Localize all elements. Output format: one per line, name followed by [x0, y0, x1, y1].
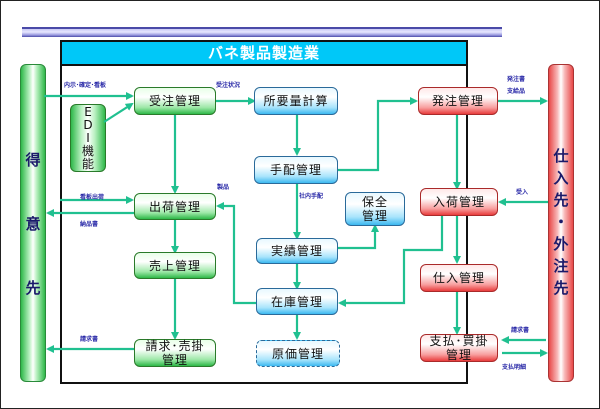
supplier-label-char: 入 — [553, 169, 569, 187]
label-delivery-note: 納品書 — [80, 221, 99, 228]
box-label: 手配管理 — [269, 163, 322, 177]
label-order-status: 受注状況 — [216, 82, 241, 89]
sales-management-box: 売上管理 — [134, 252, 216, 279]
box-label: 請求･売掛 — [145, 339, 205, 353]
label-received: 受入 — [516, 189, 529, 196]
box-label: 支払･買掛 — [429, 334, 489, 348]
billing-receivables-box: 請求･売掛管理 — [134, 339, 216, 367]
supplier-label-char: 先 — [553, 191, 569, 209]
label-invoice-supplier: 請求書 — [511, 327, 530, 334]
box-label: 保全 — [361, 195, 388, 209]
box-label: 実績管理 — [270, 244, 323, 258]
decorative-header-bar — [22, 27, 502, 37]
box-label: 受注管理 — [148, 94, 201, 108]
edi-char: E — [84, 104, 92, 119]
customer-label-char: 先 — [25, 279, 41, 297]
results-management-box: 実績管理 — [256, 238, 338, 264]
label-invoice-customer: 請求書 — [80, 336, 99, 343]
edi-char: I — [86, 130, 90, 145]
supplier-bar: 仕 入 先 ・ 外 注 先 — [548, 64, 574, 382]
label-products: 製品 — [217, 184, 230, 191]
customer-bar: 得 意 先 — [20, 64, 46, 382]
box-label: 発注管理 — [431, 94, 484, 108]
label-payment-statement: 支払明細 — [502, 364, 527, 371]
customer-label-char: 得 — [25, 151, 41, 169]
label-internal-arrangement: 社内手配 — [299, 193, 324, 200]
supplier-label-char: ・ — [553, 213, 569, 231]
edi-char: D — [83, 117, 93, 132]
supplier-label-char: 注 — [553, 257, 569, 275]
shipping-management-box: 出荷管理 — [134, 193, 216, 220]
customer-label-char: 意 — [25, 215, 41, 233]
box-label: 管理 — [361, 209, 388, 223]
edi-char: 能 — [81, 156, 94, 171]
label-kanban-shipping: 看板出荷 — [80, 194, 105, 201]
box-label: 管理 — [445, 348, 472, 362]
box-label: 出荷管理 — [148, 199, 201, 214]
box-label: 売上管理 — [148, 258, 201, 273]
requirement-calculation-box: 所要量計算 — [254, 87, 338, 115]
payment-payables-box: 支払･買掛管理 — [420, 334, 498, 362]
edi-function-box: E D I 機 能 — [70, 104, 106, 172]
maintenance-management-box: 保全管理 — [345, 192, 405, 226]
receiving-management-box: 入荷管理 — [420, 188, 498, 216]
box-label: 所要量計算 — [263, 94, 329, 108]
box-label: 原価管理 — [271, 346, 324, 361]
edi-char: 機 — [81, 143, 94, 158]
supplier-label-char: 外 — [553, 235, 569, 253]
label-forecast-confirm-kanban: 内示･確定･看板 — [64, 82, 107, 89]
inventory-management-box: 在庫管理 — [256, 288, 338, 315]
box-label: 在庫管理 — [270, 294, 323, 309]
supplier-label-char: 先 — [553, 279, 569, 297]
cost-management-box: 原価管理 — [256, 340, 340, 367]
box-label: 仕入管理 — [432, 271, 485, 285]
diagram-title: バネ製品製造業 — [62, 42, 466, 66]
supplier-label-char: 仕 — [553, 147, 569, 165]
label-po-doc: 発注書 — [507, 76, 526, 83]
arrangement-management-box: 手配管理 — [254, 156, 338, 184]
purchasing-management-box: 仕入管理 — [420, 264, 498, 292]
box-label: 入荷管理 — [432, 195, 485, 209]
box-label: 管理 — [161, 353, 188, 367]
label-supplied-goods: 支給品 — [507, 88, 526, 95]
order-management-box: 受注管理 — [134, 87, 216, 115]
purchase-order-management-box: 発注管理 — [418, 87, 498, 115]
